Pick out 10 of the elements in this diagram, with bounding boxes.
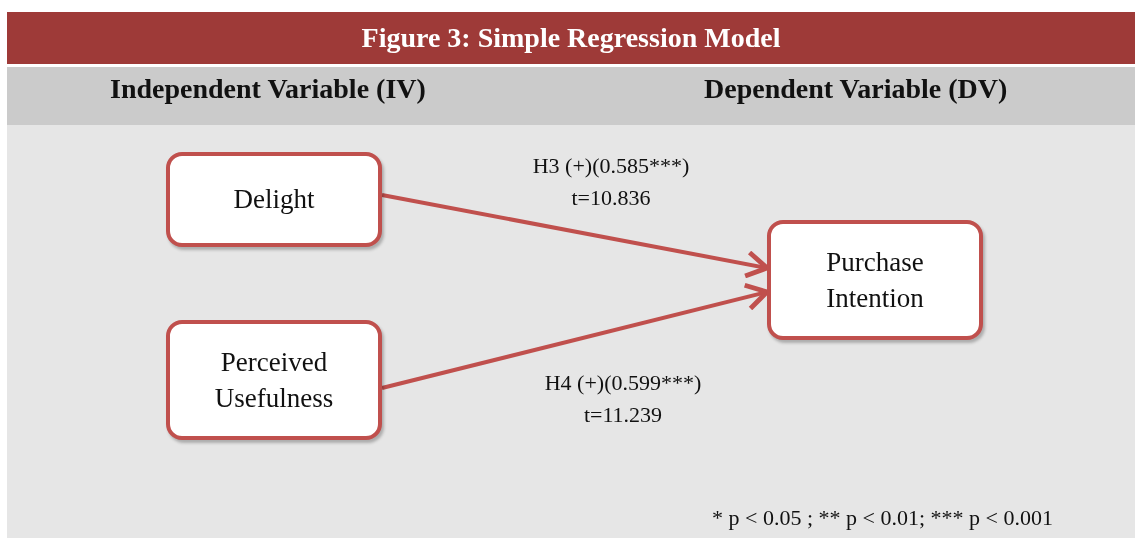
variable-box (767, 220, 983, 340)
title-bar: Figure 3: Simple Regression Model (7, 12, 1135, 64)
node-label: Purchase Intention (825, 245, 925, 315)
significance-note: * p < 0.05 ; ** p < 0.01; *** p < 0.001 (712, 505, 1053, 531)
node-label: Perceived Usefulness (213, 345, 335, 415)
column-heading: Independent Variable (IV) (110, 73, 426, 105)
variable-box (166, 152, 382, 247)
node-label: Delight (232, 183, 316, 217)
variable-box (166, 320, 382, 440)
column-heading: Dependent Variable (DV) (704, 73, 1008, 105)
